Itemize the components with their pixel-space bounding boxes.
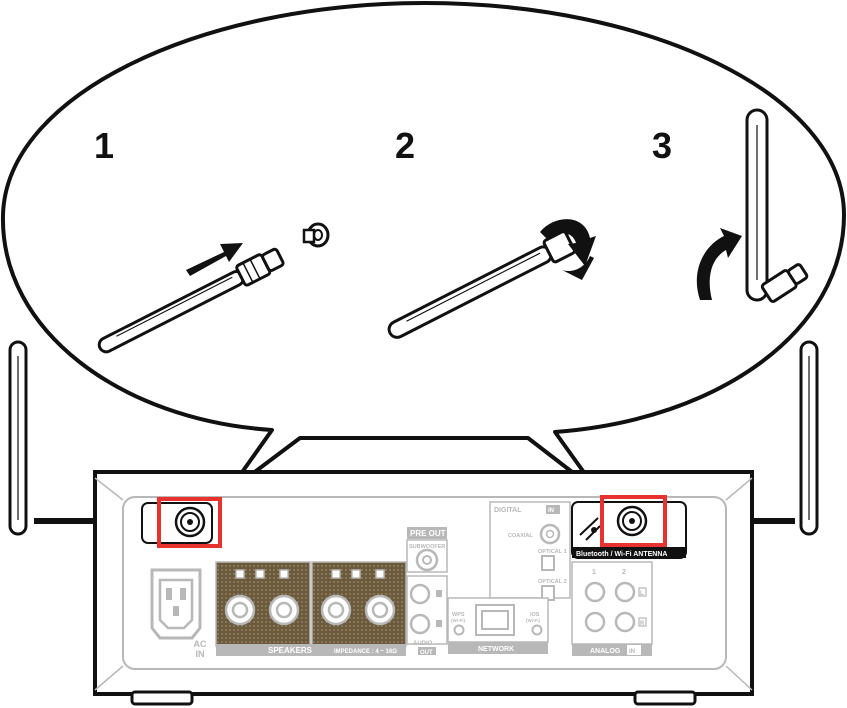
wps-label: WPS xyxy=(452,612,465,618)
right-connector-highlight xyxy=(600,495,667,547)
step-number-2: 2 xyxy=(395,125,415,166)
audio-label: AUDIO xyxy=(413,641,433,647)
analog-in-badge: IN xyxy=(629,649,635,655)
analog-section: 1 2 L R ANALOG IN xyxy=(571,561,653,656)
optical2-label: OPTICAL 2 xyxy=(538,579,567,585)
left-connector-highlight xyxy=(157,497,222,548)
antenna-label: Bluetooth / Wi-Fi ANTENNA xyxy=(576,551,667,558)
ac-inlet xyxy=(150,568,202,640)
step3-antenna-illustration xyxy=(696,108,809,303)
twist-arrow-icon xyxy=(540,219,596,266)
raise-arrow-icon xyxy=(696,228,742,300)
step1-antenna-illustration xyxy=(97,222,330,354)
step-number-1: 1 xyxy=(94,125,114,166)
subwoofer-label: SUBWOOFER xyxy=(409,544,445,550)
speakers-label: SPEAKERS xyxy=(268,646,313,655)
ios-label: iOS xyxy=(530,612,540,618)
analog-l-label: L xyxy=(640,591,644,597)
step2-antenna-illustration xyxy=(387,219,596,339)
digital-label: DIGITAL xyxy=(494,507,522,514)
analog-r-label: R xyxy=(640,621,645,627)
right-side-antenna xyxy=(799,340,819,536)
digital-section: DIGITAL IN COAXIAL OPTICAL 1 OPTICAL 2 xyxy=(489,501,571,601)
ac-in-label: IN xyxy=(196,649,205,659)
step-number-3: 3 xyxy=(652,125,672,166)
wps-sub-label: (Wi-Fi) xyxy=(451,618,465,623)
connector-pin-icon xyxy=(302,222,330,248)
left-side-antenna xyxy=(8,340,28,536)
analog-label: ANALOG xyxy=(590,648,621,655)
coaxial-label: COAXIAL xyxy=(508,533,533,539)
analog-2-label: 2 xyxy=(622,569,626,576)
push-arrow-icon xyxy=(186,243,243,276)
antenna-symbol-icon xyxy=(579,517,601,541)
speaker-terminals: SPEAKERS IMPEDANCE : 4 ~ 16Ω xyxy=(215,561,407,656)
ac-label: AC xyxy=(194,639,207,649)
impedance-label: IMPEDANCE : 4 ~ 16Ω xyxy=(334,649,397,655)
audio-out-badge: OUT xyxy=(420,650,433,656)
callout-bubble xyxy=(0,1,846,494)
pre-out-section: PRE OUT SUBWOOFER AUDIO OUT xyxy=(406,527,448,656)
device-rear-panel: AC IN SPEAKERS IMPEDANCE : 4 ~ 16Ω xyxy=(93,470,754,706)
network-label: NETWORK xyxy=(478,646,514,653)
network-section: WPS (Wi-Fi) iOS (Wi-Fi) NETWORK xyxy=(447,597,549,654)
digital-in-badge: IN xyxy=(548,508,554,514)
analog-1-label: 1 xyxy=(592,569,596,576)
left-antenna-connector xyxy=(141,502,213,544)
ios-sub-label: (Wi-Fi) xyxy=(526,618,540,623)
optical1-label: OPTICAL 1 xyxy=(538,549,567,555)
bluetooth-wifi-antenna-connector: Bluetooth / Wi-Fi ANTENNA xyxy=(571,501,687,559)
pre-out-label: PRE OUT xyxy=(410,529,446,538)
